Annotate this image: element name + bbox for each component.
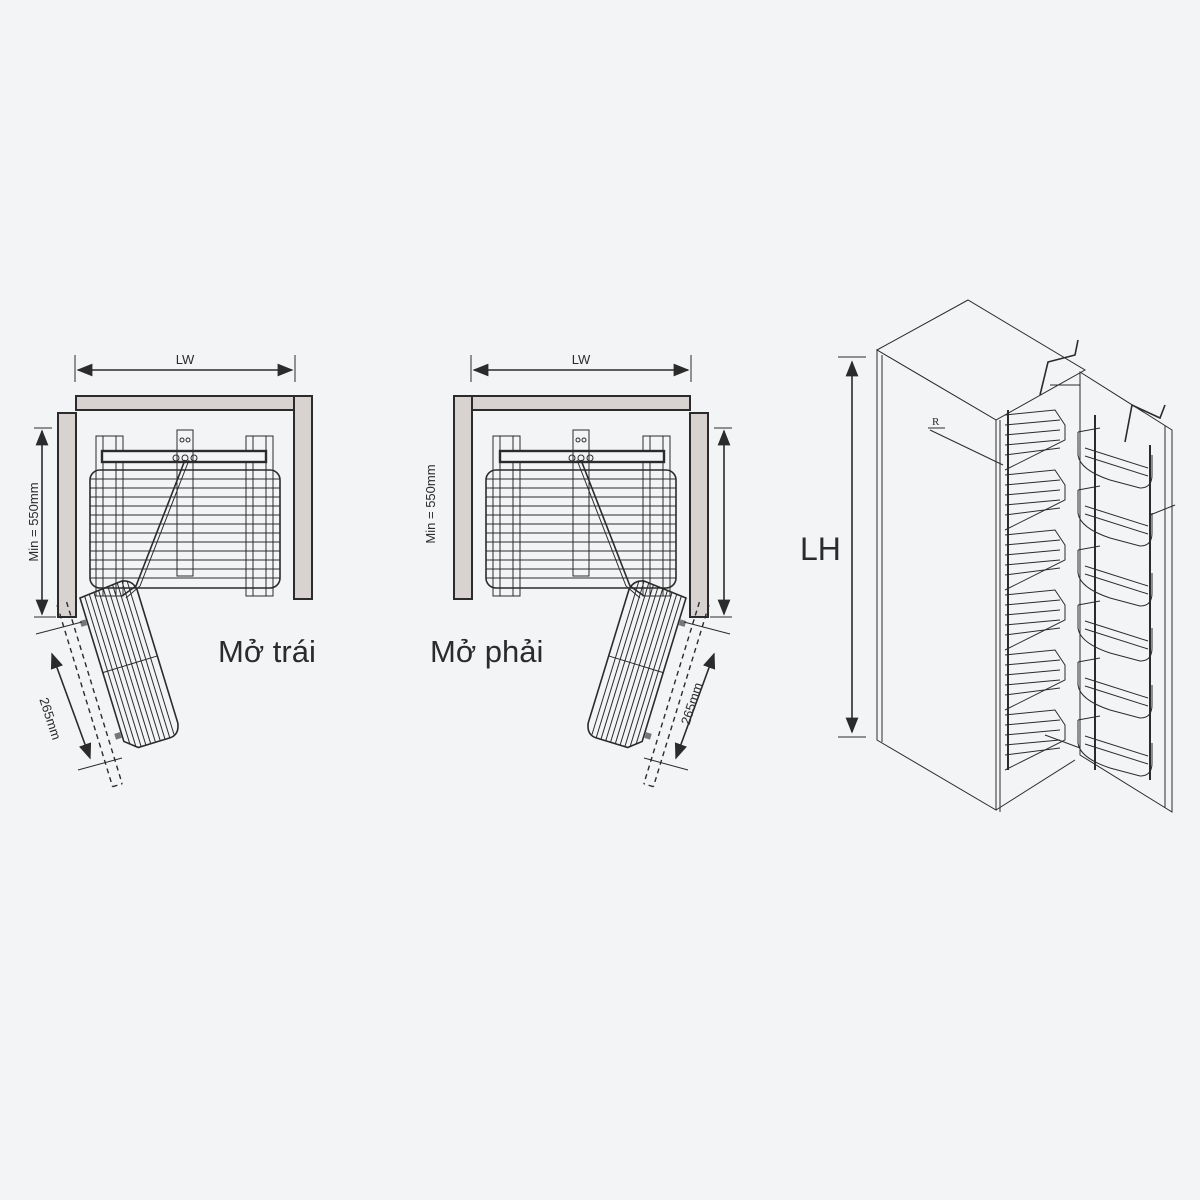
door-baskets [1077, 415, 1153, 780]
left-swing-label: 265mm [36, 696, 64, 742]
right-caption: Mở phải [430, 634, 543, 669]
left-width-label: LW [176, 352, 195, 367]
cabinet-height-label: LH [800, 531, 841, 567]
left-depth-label: Min = 550mm [26, 482, 41, 561]
tall-cabinet-illustration [838, 299, 1176, 813]
right-width-label: LW [572, 352, 591, 367]
inner-baskets [1004, 384, 1081, 771]
right-swing-label: 265mm [678, 681, 706, 727]
left-caption: Mở trái [218, 634, 316, 669]
left-opening-plan [34, 355, 312, 787]
cabinet-callout-label: R [932, 416, 940, 428]
right-depth-label: Min = 550mm [423, 464, 438, 543]
